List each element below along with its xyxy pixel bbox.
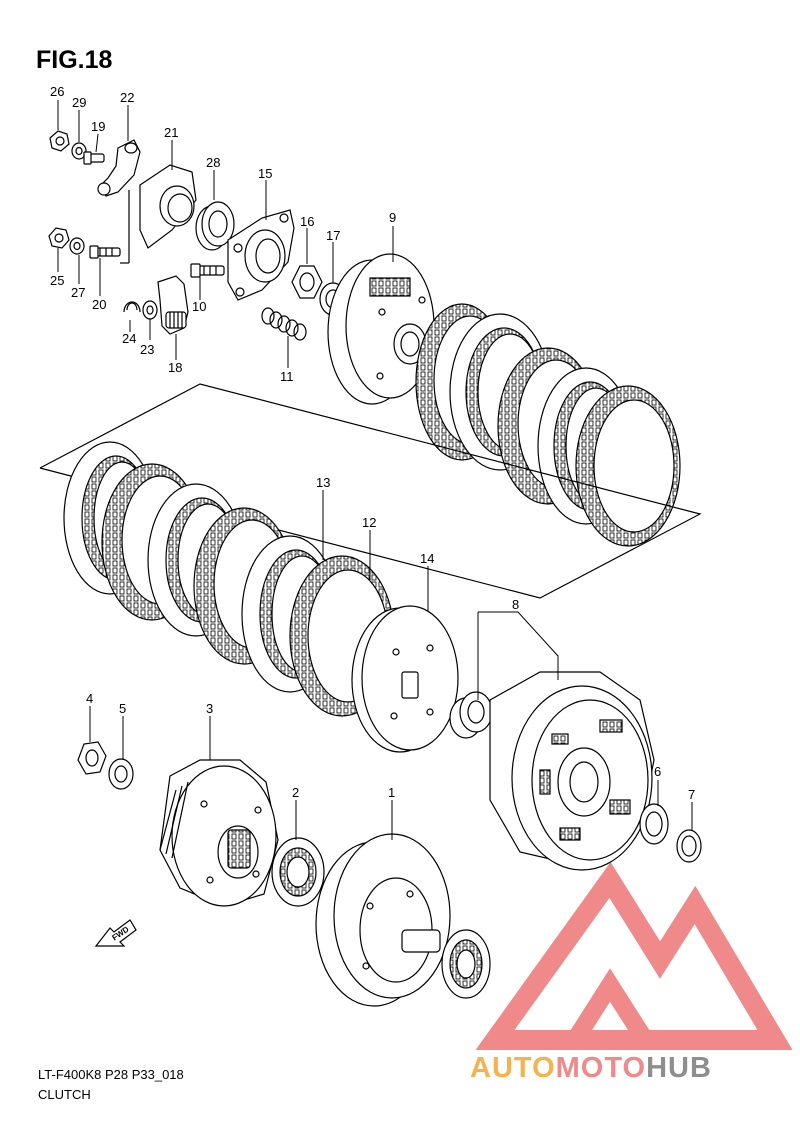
- part-16-nut: [291, 265, 323, 299]
- callout-2: 2: [292, 785, 299, 800]
- part-19-bolt: [83, 151, 105, 165]
- callout-29: 29: [72, 95, 86, 110]
- callout-21: 21: [164, 125, 178, 140]
- callout-24: 24: [122, 331, 136, 346]
- footer-part-code: LT-F400K8 P28 P33_018: [38, 1067, 184, 1082]
- part-8-clutch-housing: [489, 671, 655, 871]
- callout-16: 16: [300, 214, 314, 229]
- callout-7: 7: [688, 787, 695, 802]
- callout-4: 4: [86, 691, 93, 706]
- part-18-shaft: [157, 275, 189, 335]
- footer-section-name: CLUTCH: [38, 1087, 91, 1102]
- part-6-washer: [639, 803, 669, 845]
- callout-20: 20: [92, 297, 106, 312]
- part-23-washer: [142, 300, 158, 320]
- callout-28: 28: [206, 155, 220, 170]
- callout-19: 19: [91, 119, 105, 134]
- lower-clutch-pack: [63, 441, 395, 717]
- part-27-washer: [69, 237, 85, 255]
- part-26-nut: [49, 130, 70, 152]
- fwd-arrow-icon: FWD: [94, 919, 137, 947]
- part-14-seat-plate: [351, 605, 459, 753]
- part-2-one-way-clutch: [271, 837, 325, 907]
- part-8-spacer: [449, 691, 493, 739]
- callout-22: 22: [120, 90, 134, 105]
- part-5-washer: [108, 758, 134, 790]
- callout-6: 6: [654, 764, 661, 779]
- part-25-nut: [48, 227, 70, 249]
- part-10-bolt: [190, 263, 225, 278]
- watermark-moto: MOTO: [555, 1052, 647, 1084]
- callout-12: 12: [362, 515, 376, 530]
- callout-25: 25: [50, 273, 64, 288]
- callout-17: 17: [326, 228, 340, 243]
- watermark-text: AUTOMOTOHUB: [470, 1052, 712, 1085]
- part-22-lever: [97, 139, 141, 263]
- watermark-auto: AUTO: [470, 1052, 556, 1084]
- callout-5: 5: [119, 701, 126, 716]
- part-7-circlip: [676, 829, 702, 863]
- upper-clutch-pack: [415, 303, 681, 547]
- part-20-bolt: [89, 245, 129, 264]
- callout-leaders: [57, 100, 693, 840]
- part-3-clutch-hub: [159, 759, 279, 907]
- part-24-circlip: [123, 301, 141, 313]
- callout-11: 11: [280, 369, 294, 384]
- callout-27: 27: [71, 285, 85, 300]
- callout-18: 18: [168, 360, 182, 375]
- part-29-washer: [71, 142, 87, 160]
- part-9-pressure-plate: [327, 253, 435, 405]
- part-4-nut: [77, 741, 107, 775]
- watermark-hub: HUB: [646, 1052, 712, 1084]
- callout-3: 3: [206, 701, 213, 716]
- callout-10: 10: [192, 299, 206, 314]
- part-1-clutch-shoe: [315, 833, 491, 1007]
- callout-labels: 26 29 19 22 21 28 15 16 17 9 25 27 20 10…: [50, 84, 695, 802]
- part-11-springs: [261, 307, 307, 341]
- callout-15: 15: [258, 166, 272, 181]
- part-21-cover: [139, 164, 197, 249]
- callout-8: 8: [512, 597, 519, 612]
- callout-9: 9: [389, 210, 396, 225]
- callout-23: 23: [140, 342, 154, 357]
- watermark-logo: [475, 862, 793, 1050]
- figure-title: FIG.18: [36, 46, 113, 74]
- callout-26: 26: [50, 84, 64, 99]
- part-28-bearing: [195, 201, 235, 251]
- callout-14: 14: [420, 551, 434, 566]
- part-15-lifter-plate: [227, 209, 295, 301]
- assembly-bracket: [39, 383, 702, 599]
- callout-13: 13: [316, 475, 330, 490]
- callout-1: 1: [388, 785, 395, 800]
